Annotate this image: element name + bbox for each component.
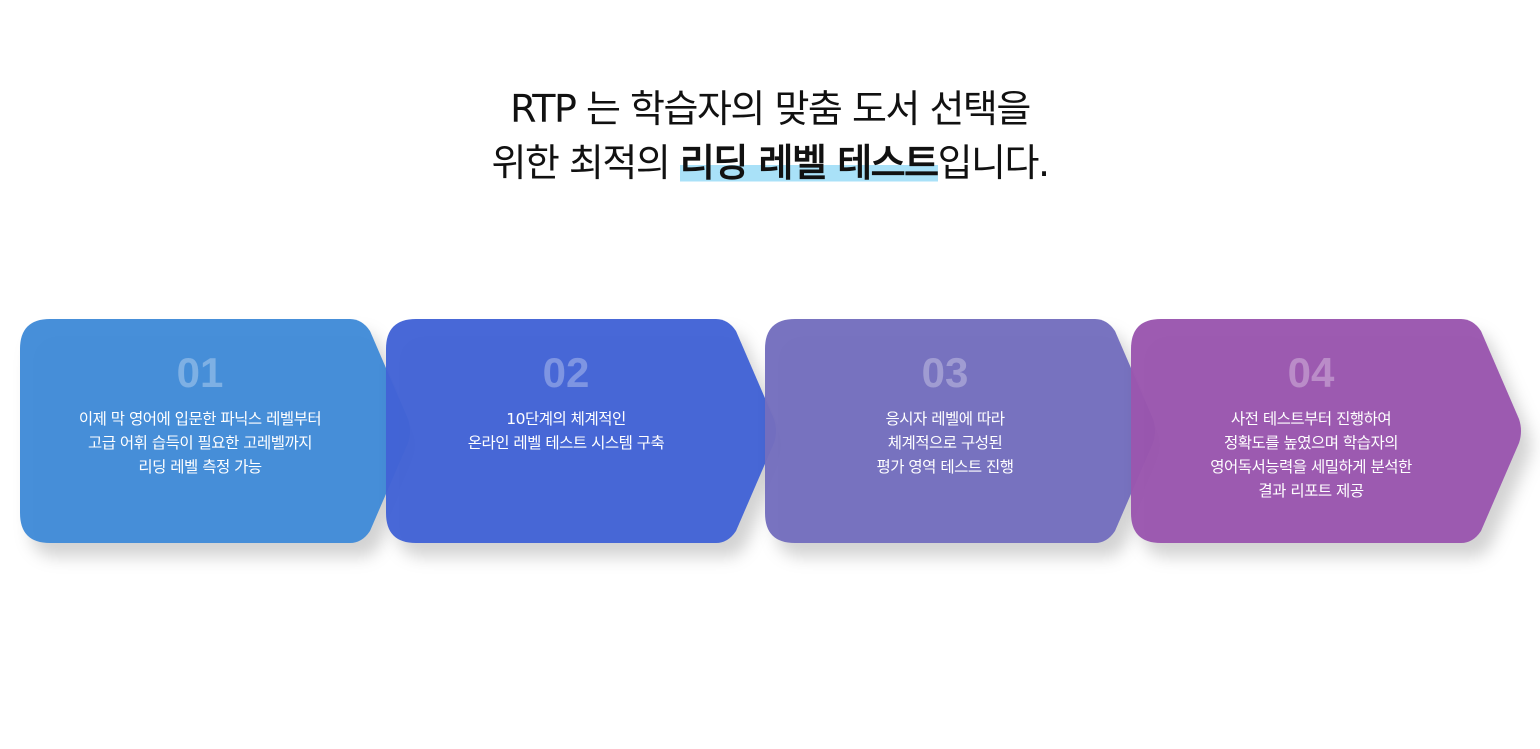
heading-text: 입니다. (937, 141, 1050, 185)
arrow-shape (386, 319, 776, 543)
heading-text: 위한 최적의 (491, 141, 680, 185)
step-number: 03 (921, 349, 969, 396)
heading-highlight: 리딩 레벨 테스트 (679, 141, 939, 185)
heading-line-1: RTP 는 학습자의 맞춤 도서 선택을 (510, 87, 1031, 131)
step-number: 02 (542, 349, 590, 396)
step-number: 04 (1287, 349, 1335, 396)
step-number: 01 (176, 349, 224, 396)
heading-line-2: 위한 최적의 리딩 레벨 테스트입니다. (0, 136, 1540, 190)
arrow-shape (765, 319, 1155, 543)
arrow-shape (20, 319, 410, 543)
arrow-shape (1131, 319, 1521, 543)
page-heading: RTP 는 학습자의 맞춤 도서 선택을 위한 최적의 리딩 레벨 테스트입니다… (0, 82, 1540, 190)
